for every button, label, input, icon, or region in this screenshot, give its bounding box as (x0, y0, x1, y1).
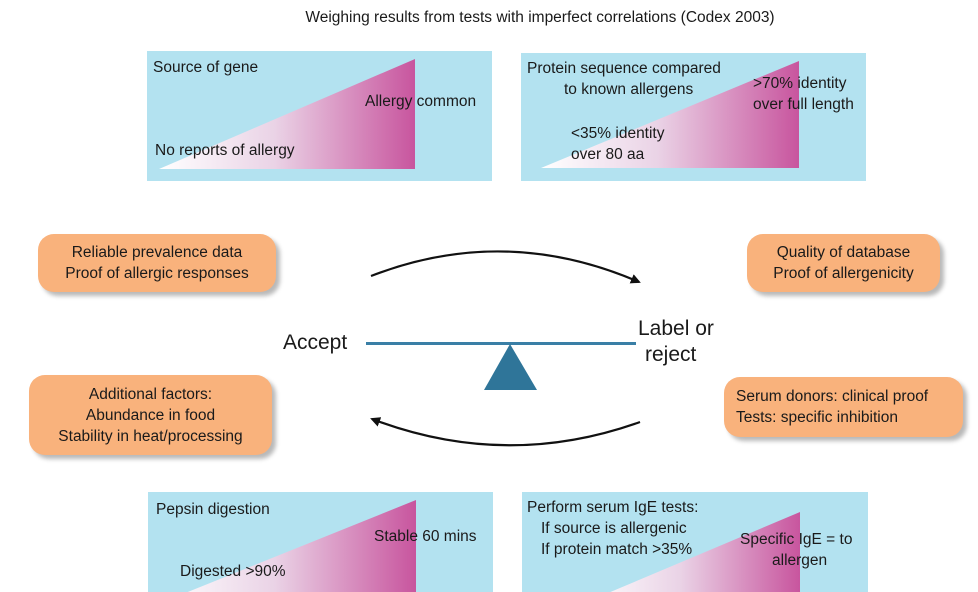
bubble-line: Reliable prevalence data (71, 244, 243, 261)
panel-heading: Pepsin digestion (156, 501, 270, 518)
label-or-reject-line2: reject (645, 343, 697, 366)
label-or-reject-line1: Label or (638, 317, 714, 340)
high-end-label: Allergy common (365, 93, 477, 110)
high-end-label-line2: allergen (772, 552, 828, 569)
bubble-additional-factors: Additional factors: Abundance in food St… (29, 375, 272, 455)
low-end-label-line1: <35% identity (571, 125, 665, 142)
gradient-wedge (187, 500, 416, 592)
gradient-wedge (610, 512, 800, 592)
high-end-label-line2: over full length (753, 96, 854, 113)
panel-heading: Source of gene (153, 59, 259, 76)
low-end-label: Digested >90% (180, 563, 286, 580)
diagram-title: Weighing results from tests with imperfe… (305, 9, 775, 26)
bubble-line: Additional factors: (88, 385, 213, 403)
balance-graphic (366, 250, 641, 447)
gradient-wedge (159, 59, 415, 169)
bubble-prevalence: Reliable prevalence data Proof of allerg… (38, 234, 276, 292)
panel-pepsin-digestion: Pepsin digestion Stable 60 mins Digested… (148, 492, 493, 592)
panel-heading-line1: Perform serum IgE tests: (527, 499, 699, 516)
bubble-line: Tests: specific inhibition (736, 409, 898, 426)
bubble-database-quality: Quality of database Proof of allergenici… (747, 234, 940, 292)
panel-heading-line1: Protein sequence compared (527, 60, 721, 77)
gradient-wedge (541, 61, 799, 168)
bubble-serum-donors: Serum donors: clinical proof Tests: spec… (724, 377, 963, 437)
bubble-line: Proof of allergenicity (773, 265, 914, 282)
top-curved-arrow (370, 250, 641, 284)
panel-serum-ige: Perform serum IgE tests: If source is al… (522, 492, 868, 592)
bubble-line: Quality of database (776, 244, 911, 261)
fulcrum-triangle (484, 344, 537, 390)
bubble-line: Abundance in food (85, 406, 216, 424)
panel-heading-line2: to known allergens (564, 81, 694, 98)
high-end-label: Stable 60 mins (374, 528, 477, 545)
bubble-line: Stability in heat/processing (58, 427, 243, 445)
panel-heading-line3: If protein match >35% (541, 541, 693, 558)
bottom-curved-arrow (370, 417, 641, 447)
low-end-label-line2: over 80 aa (571, 146, 645, 163)
panel-source-of-gene: Source of gene Allergy common No reports… (147, 51, 492, 181)
low-end-label: No reports of allergy (155, 142, 295, 159)
bubble-line: Serum donors: clinical proof (736, 388, 929, 405)
high-end-label-line1: >70% identity (753, 75, 847, 92)
panel-protein-sequence: Protein sequence compared to known aller… (521, 53, 866, 181)
high-end-label-line1: Specific IgE = to (740, 531, 853, 548)
panel-heading-line2: If source is allergenic (541, 520, 687, 537)
bubble-line: Proof of allergic responses (65, 265, 249, 282)
accept-label: Accept (283, 331, 348, 354)
